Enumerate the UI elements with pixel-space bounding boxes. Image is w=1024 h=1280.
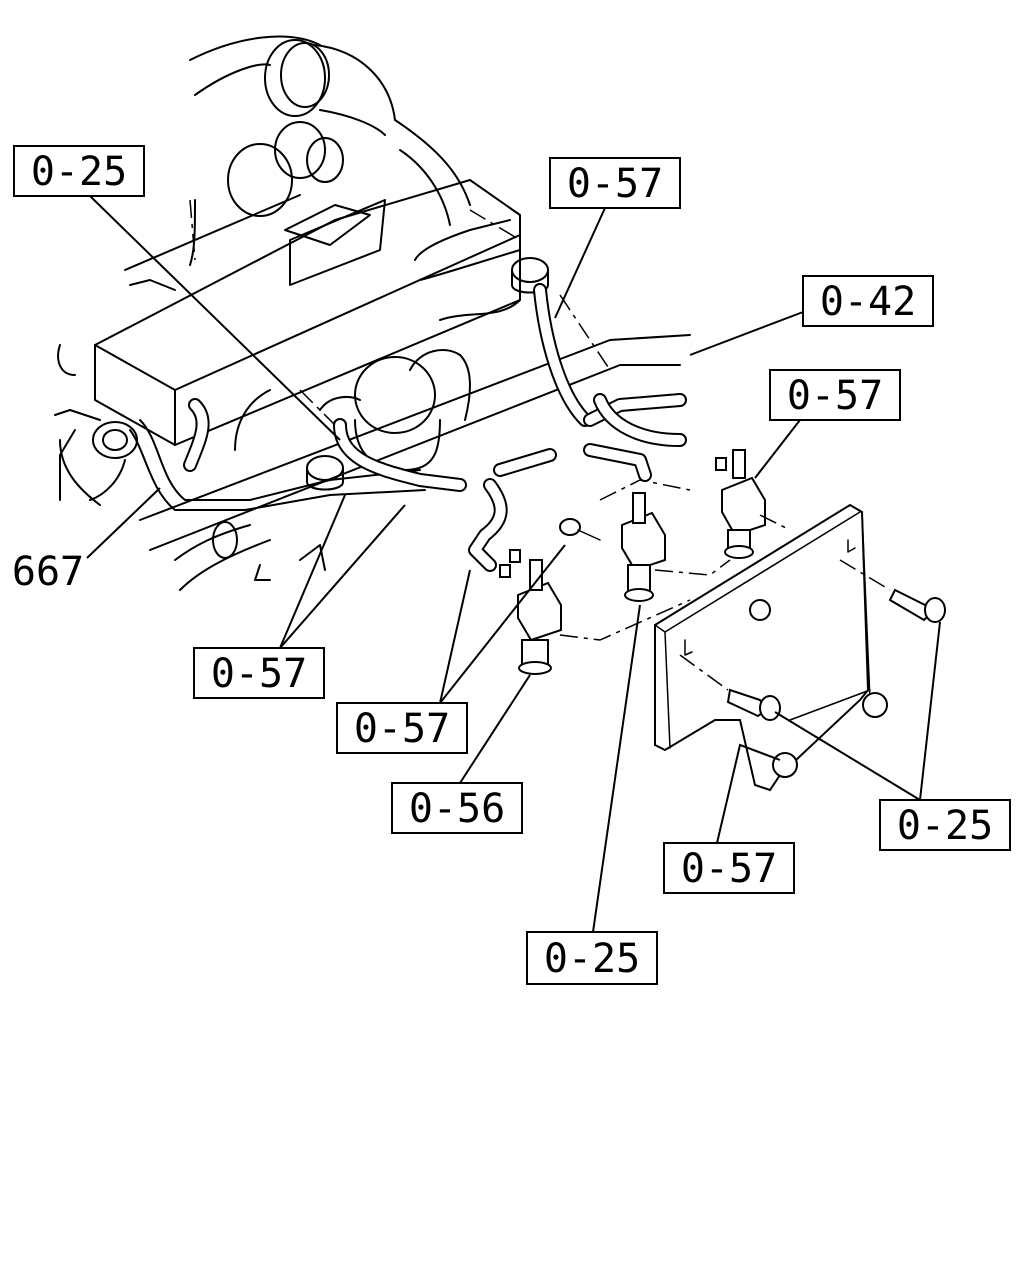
callout-0-56: 0-56 <box>391 782 523 834</box>
callout-label: 0-25 <box>31 149 127 195</box>
callout-0-57-right: 0-57 <box>769 369 901 421</box>
callout-0-25-bottom: 0-25 <box>526 931 658 985</box>
vacuum-switching-valve-right <box>715 449 766 559</box>
callout-label: 0-56 <box>409 786 505 832</box>
callout-0-57-top: 0-57 <box>549 157 681 209</box>
engine-assembly <box>54 35 691 591</box>
callout-0-25-right: 0-25 <box>879 799 1011 851</box>
vacuum-switching-valve-center <box>621 492 666 602</box>
callout-0-57-bottom-right: 0-57 <box>663 842 795 894</box>
callout-label: 0-25 <box>897 803 993 849</box>
mounting-bracket <box>654 503 888 792</box>
callout-667: 667 <box>12 549 84 595</box>
bracket-bolts <box>559 479 946 721</box>
callout-label: 0-57 <box>354 706 450 752</box>
callout-label: 0-42 <box>820 279 916 325</box>
callout-label: 0-25 <box>544 936 640 982</box>
vacuum-switching-valve-left <box>499 549 562 675</box>
callout-0-25-top-left: 0-25 <box>13 145 145 197</box>
callout-0-57-lower-left: 0-57 <box>193 647 325 699</box>
callout-label: 0-57 <box>211 651 307 697</box>
callout-label: 0-57 <box>787 373 883 419</box>
leader-lines <box>86 195 941 933</box>
callout-label: 667 <box>12 549 84 595</box>
small-bolt-center <box>559 518 601 541</box>
callout-label: 0-57 <box>681 846 777 892</box>
callout-0-57-middle: 0-57 <box>336 702 468 754</box>
callout-label: 0-57 <box>567 161 663 207</box>
vacuum-hoses <box>183 283 687 572</box>
callout-0-42: 0-42 <box>802 275 934 327</box>
